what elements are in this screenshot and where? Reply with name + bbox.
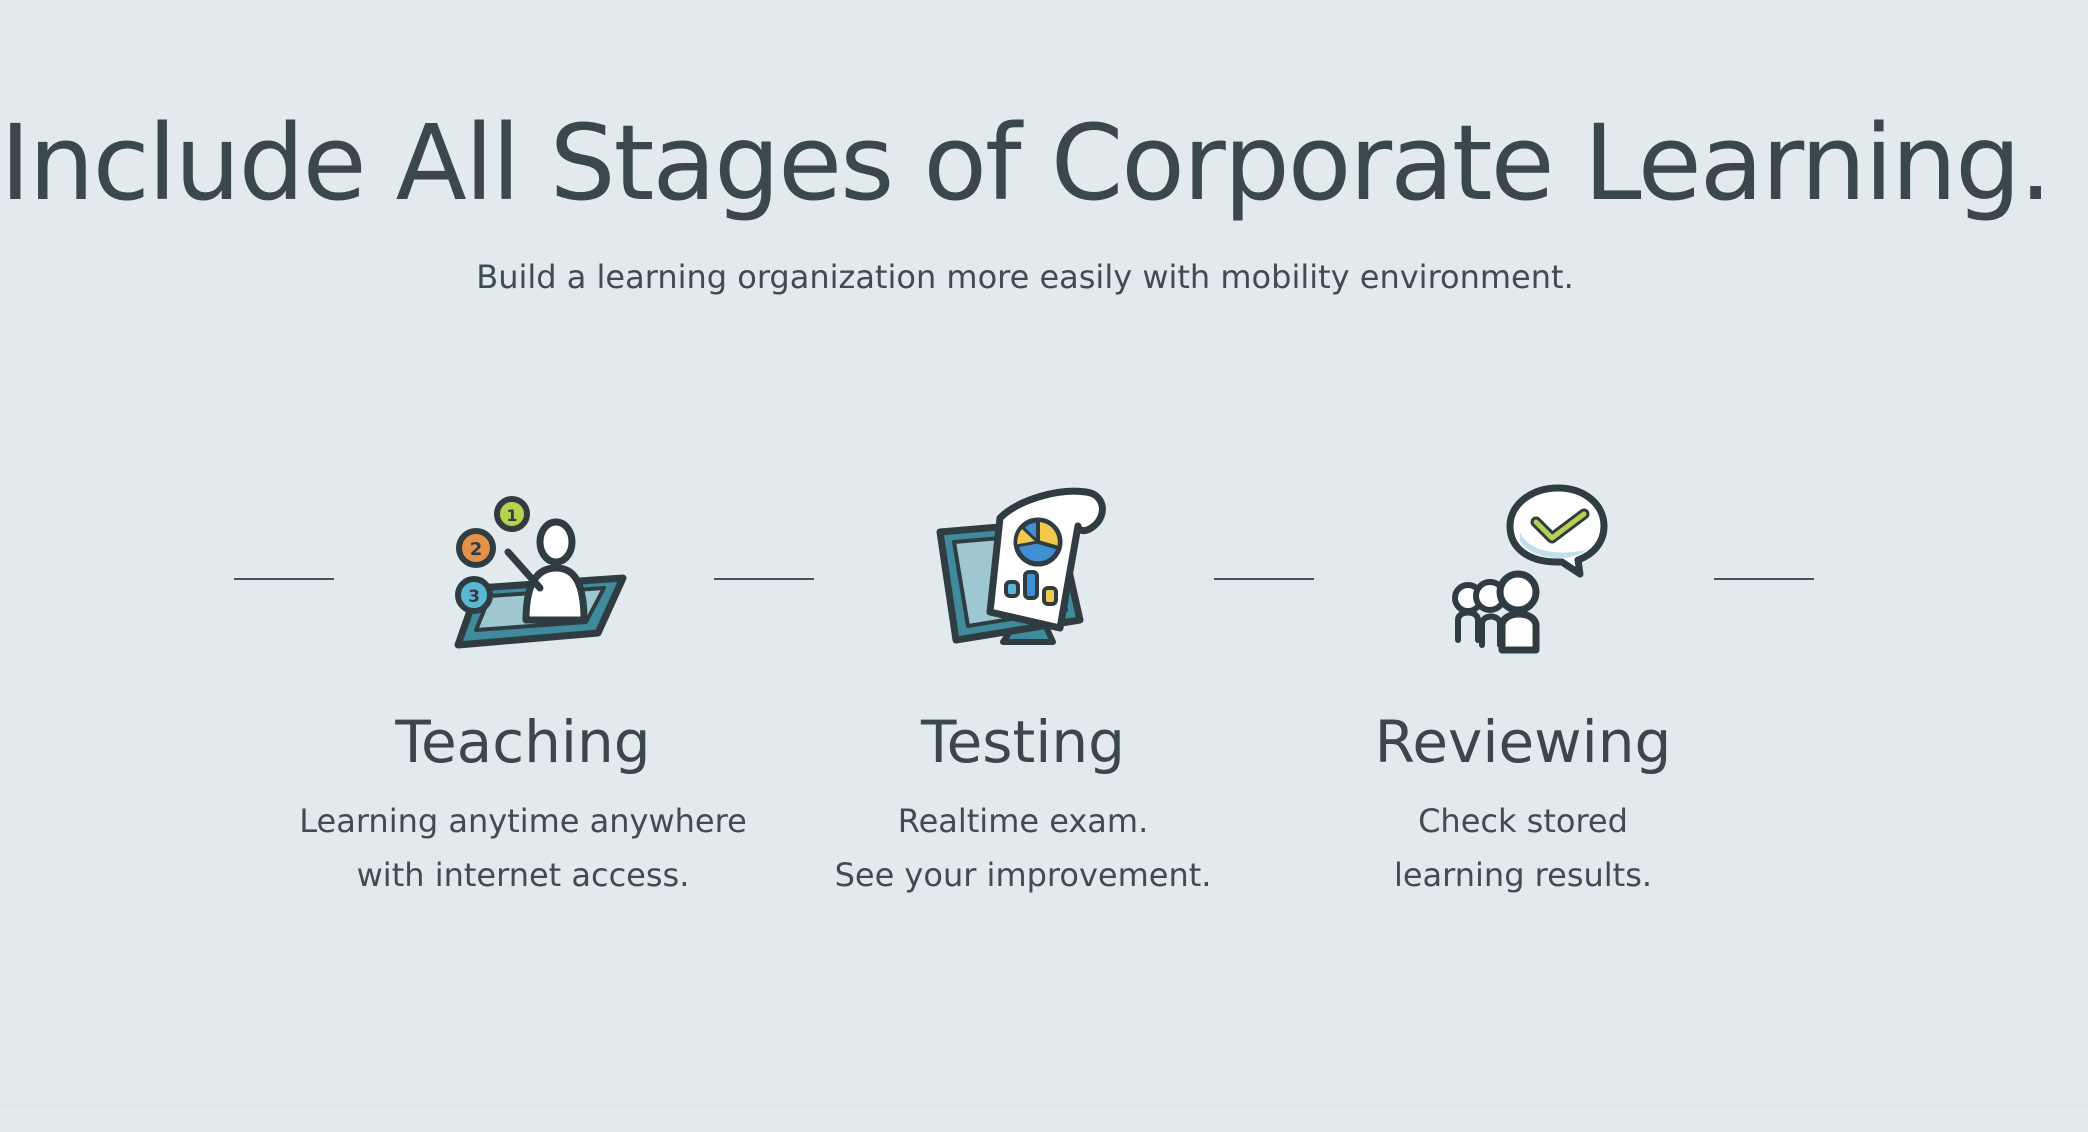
stage-description-line: See your improvement. bbox=[834, 855, 1212, 894]
stage-testing: Testing Realtime exam. See your improvem… bbox=[803, 470, 1243, 902]
stage-description-line: Learning anytime anywhere bbox=[299, 801, 747, 840]
stage-description: Learning anytime anywhere with internet … bbox=[299, 794, 747, 902]
stage-description: Check stored learning results. bbox=[1394, 794, 1652, 902]
stage-description: Realtime exam. See your improvement. bbox=[835, 794, 1212, 902]
stage-teaching: 2 1 3 Teaching Learning anytime anywhere… bbox=[299, 470, 747, 902]
connector-line-right bbox=[1714, 578, 1814, 580]
group-checkmark-bubble-icon bbox=[1452, 484, 1608, 654]
stage-title: Teaching bbox=[395, 708, 651, 776]
section-subline: Build a learning organization more easil… bbox=[476, 258, 1574, 296]
stage-description-line: Check stored bbox=[1418, 801, 1628, 840]
svg-text:3: 3 bbox=[468, 587, 480, 607]
stage-description-line: with internet access. bbox=[356, 855, 690, 894]
connector-line-2 bbox=[1214, 578, 1314, 580]
teacher-presenting-icon: 2 1 3 bbox=[454, 496, 627, 649]
stage-reviewing: Reviewing Check stored learning results. bbox=[1303, 470, 1743, 902]
stage-description-line: Realtime exam. bbox=[897, 801, 1149, 840]
section-headline: Include All Stages of Corporate Learning… bbox=[0, 102, 2052, 224]
svg-text:1: 1 bbox=[506, 506, 517, 525]
connector-line-left bbox=[234, 578, 334, 580]
svg-text:2: 2 bbox=[470, 539, 483, 560]
section-bottom-edge bbox=[0, 1105, 2088, 1132]
stage-title: Reviewing bbox=[1374, 708, 1672, 776]
stage-description-line: learning results. bbox=[1393, 855, 1653, 894]
connector-line-1 bbox=[714, 578, 814, 580]
stage-title: Testing bbox=[921, 708, 1125, 776]
monitor-report-icon bbox=[936, 487, 1106, 645]
